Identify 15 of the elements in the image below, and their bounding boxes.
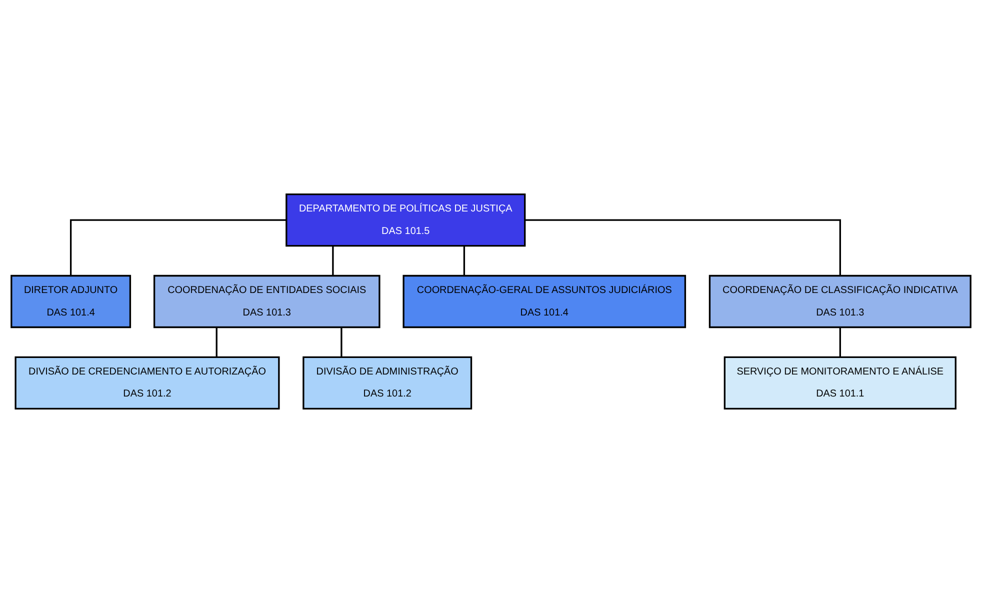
connector bbox=[70, 218, 286, 276]
node-box: DIVISÃO DE ADMINISTRAÇÃO DAS 101.2 bbox=[302, 356, 472, 409]
node-box: DEPARTAMENTO DE POLÍTICAS DE JUSTIÇA DAS 101.5 bbox=[286, 193, 526, 246]
connector bbox=[463, 245, 466, 276]
node-box: COORDENAÇÃO DE ENTIDADES SOCIAIS DAS 101.3 bbox=[153, 274, 380, 328]
connector bbox=[216, 326, 218, 357]
node-box: DIRETOR ADJUNTO DAS 101.4 bbox=[10, 274, 132, 328]
connector bbox=[839, 326, 841, 357]
connector bbox=[340, 326, 342, 357]
connector bbox=[524, 218, 841, 276]
node-box: COORDENAÇÃO-GERAL DE ASSUNTOS JUDICIÁRIOS DAS 101.4 bbox=[402, 274, 686, 328]
node-box: DIVISÃO DE CREDENCIAMENTO E AUTORIZAÇÃO DAS 101.2 bbox=[14, 356, 280, 409]
node-box: COORDENAÇÃO DE CLASSIFICAÇÃO INDICATIVA DAS 101.3 bbox=[708, 274, 972, 328]
connector bbox=[332, 245, 334, 276]
node-box: SERVIÇO DE MONITORAMENTO E ANÁLISE DAS 101.1 bbox=[724, 356, 956, 409]
